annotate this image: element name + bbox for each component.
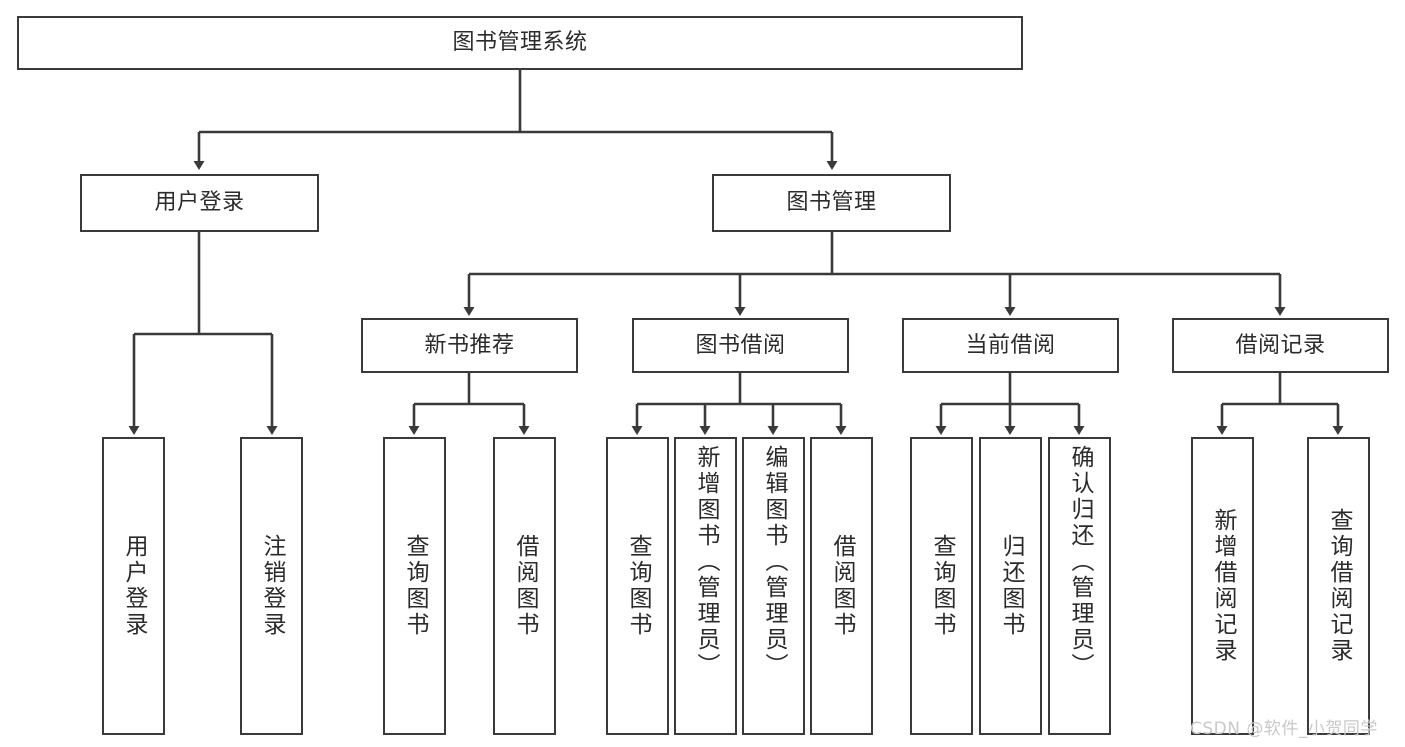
node-leaf-borrow-book-2-label: 借阅图书	[829, 534, 855, 638]
node-root-label: 图书管理系统	[452, 30, 588, 56]
node-leaf-edit-book[interactable]: 编辑图书（管理员）	[742, 437, 805, 735]
csdn-watermark: CSDN @软件_小贺同学	[1190, 719, 1378, 739]
node-book-borrow-label: 图书借阅	[695, 332, 786, 358]
node-leaf-user-login-label: 用户登录	[121, 534, 147, 638]
node-new-book-rec-label: 新书推荐	[424, 332, 515, 358]
node-user-login[interactable]: 用户登录	[80, 174, 319, 232]
node-leaf-confirm-return[interactable]: 确认归还（管理员）	[1048, 437, 1111, 735]
node-leaf-borrow-book-1-label: 借阅图书	[512, 534, 538, 638]
node-current-borrow[interactable]: 当前借阅	[902, 318, 1119, 373]
node-leaf-query-book-2[interactable]: 查询图书	[606, 437, 669, 735]
node-leaf-query-book-3-label: 查询图书	[929, 534, 955, 638]
node-leaf-edit-book-label: 编辑图书（管理员）	[761, 445, 787, 679]
node-book-manage-label: 图书管理	[786, 190, 877, 216]
node-book-manage[interactable]: 图书管理	[712, 174, 951, 232]
node-borrow-record-label: 借阅记录	[1235, 332, 1326, 358]
node-leaf-return-book-label: 归还图书	[998, 534, 1024, 638]
node-leaf-query-record-label: 查询借阅记录	[1326, 508, 1352, 664]
node-leaf-user-login[interactable]: 用户登录	[102, 437, 165, 735]
node-leaf-query-book-3[interactable]: 查询图书	[910, 437, 973, 735]
node-leaf-add-book-label: 新增图书（管理员）	[693, 445, 719, 679]
node-book-borrow[interactable]: 图书借阅	[632, 318, 849, 373]
node-borrow-record[interactable]: 借阅记录	[1172, 318, 1389, 373]
node-current-borrow-label: 当前借阅	[965, 332, 1056, 358]
node-leaf-query-record[interactable]: 查询借阅记录	[1307, 437, 1370, 735]
node-leaf-query-book-1[interactable]: 查询图书	[383, 437, 446, 735]
node-leaf-add-record-label: 新增借阅记录	[1210, 508, 1236, 664]
node-leaf-add-record[interactable]: 新增借阅记录	[1191, 437, 1254, 735]
node-leaf-confirm-return-label: 确认归还（管理员）	[1067, 445, 1093, 679]
node-leaf-logout[interactable]: 注销登录	[240, 437, 303, 735]
node-root[interactable]: 图书管理系统	[17, 16, 1023, 70]
node-leaf-borrow-book-1[interactable]: 借阅图书	[493, 437, 556, 735]
node-leaf-add-book[interactable]: 新增图书（管理员）	[674, 437, 737, 735]
node-new-book-rec[interactable]: 新书推荐	[361, 318, 578, 373]
node-user-login-label: 用户登录	[154, 190, 245, 216]
node-leaf-query-book-1-label: 查询图书	[402, 534, 428, 638]
node-leaf-return-book[interactable]: 归还图书	[979, 437, 1042, 735]
node-leaf-borrow-book-2[interactable]: 借阅图书	[810, 437, 873, 735]
node-leaf-query-book-2-label: 查询图书	[625, 534, 651, 638]
node-leaf-logout-label: 注销登录	[259, 534, 285, 638]
